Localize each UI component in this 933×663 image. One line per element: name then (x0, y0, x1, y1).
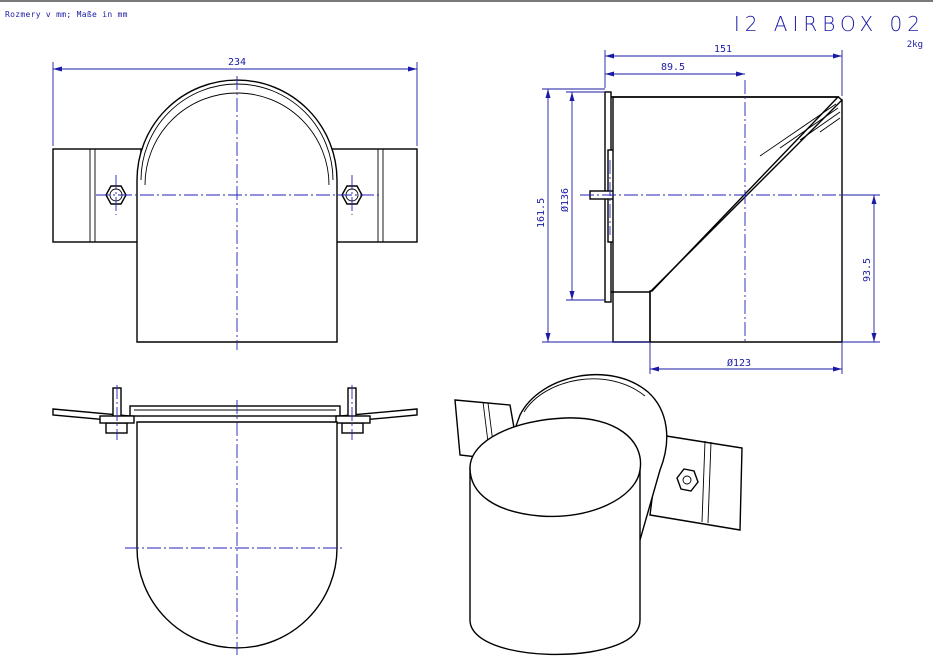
iso-cut-face (469, 417, 642, 518)
weight-label: 2kg (906, 40, 923, 50)
left-nut (105, 422, 128, 434)
left-flange (52, 148, 142, 243)
side-view (542, 50, 880, 374)
dim-side-height: 161.5 (536, 198, 547, 228)
top-view (52, 385, 418, 655)
top-plate (129, 405, 341, 417)
right-nut (341, 422, 364, 434)
isometric-view (454, 373, 743, 656)
dim-pipe-height: 93.5 (862, 258, 873, 282)
dim-side-center: 89.5 (661, 62, 685, 73)
dim-front-width: 234 (228, 57, 246, 68)
dim-flange-diameter: Ø136 (559, 188, 571, 212)
dim-pipe-diameter: Ø123 (727, 357, 751, 369)
front-view (52, 62, 418, 350)
right-flange (327, 148, 418, 243)
drawing-title: I2 AIRBOX 02 (733, 12, 925, 36)
units-note: Rozmery v mm; Maße in mm (5, 10, 128, 19)
iso-nut (676, 468, 699, 492)
dim-side-length: 151 (714, 44, 732, 55)
iso-pipe (469, 467, 641, 656)
top-border (0, 0, 933, 2)
